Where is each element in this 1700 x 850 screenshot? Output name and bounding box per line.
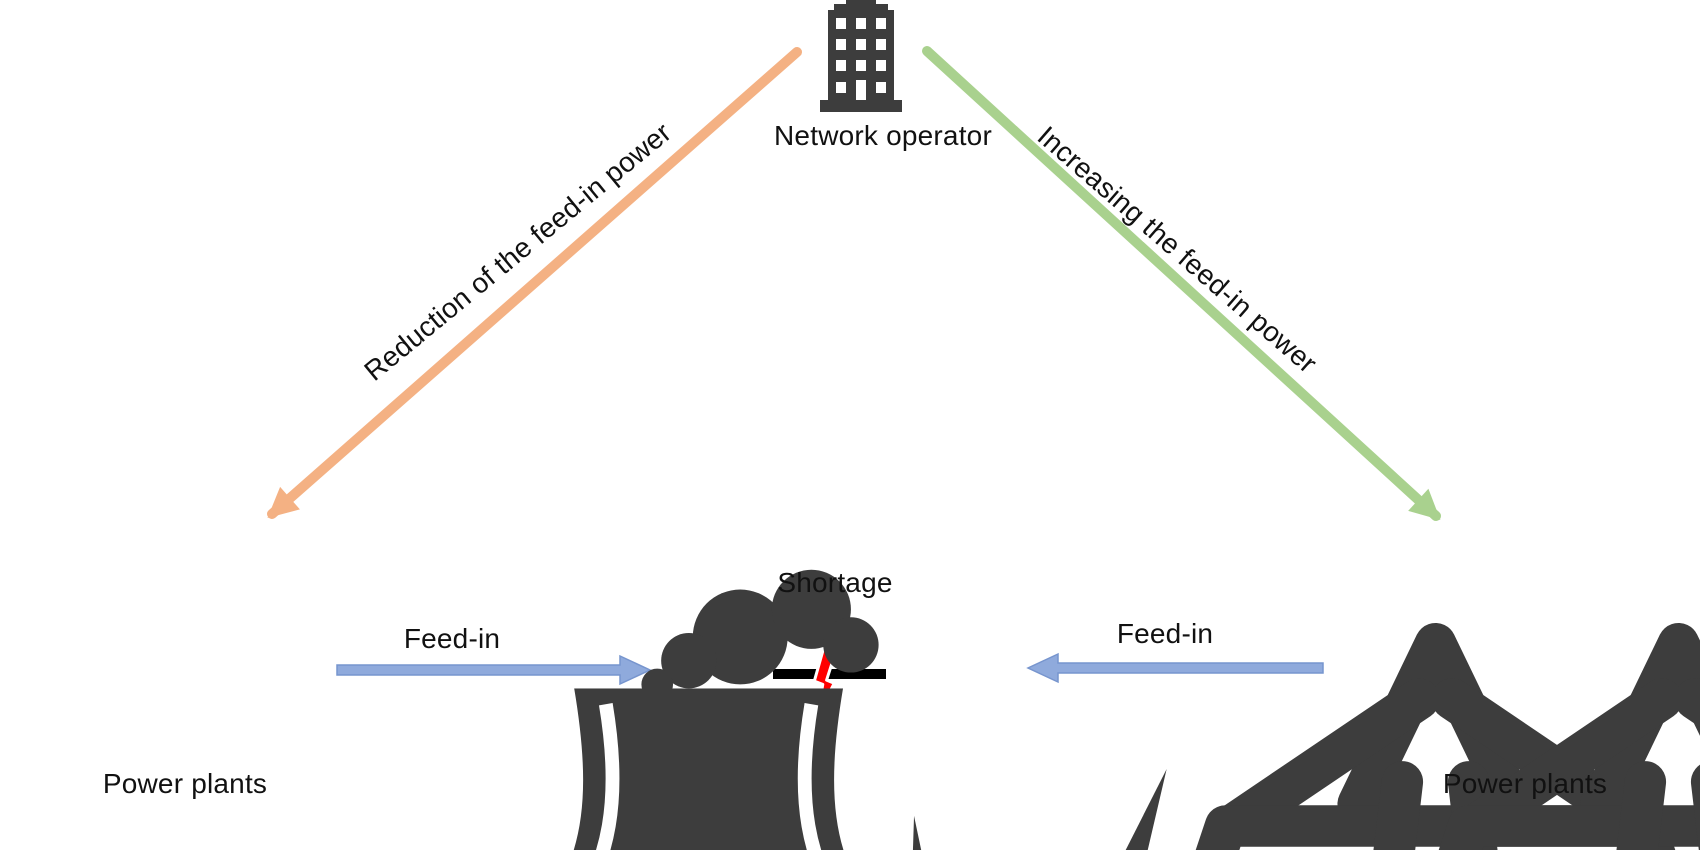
power-plants-label-left: Power plants <box>102 768 268 799</box>
feed-in-label-left: Feed-in <box>403 623 501 654</box>
feed-in-arrow-left <box>336 654 652 686</box>
building-icon <box>820 0 902 112</box>
feed-in-arrow-right <box>1026 652 1324 684</box>
increase-arrow <box>922 46 1441 521</box>
reduction-arrow <box>267 47 802 519</box>
network-operator-label: Network operator <box>774 120 992 151</box>
shortage-label: Shortage <box>777 567 893 598</box>
feed-in-label-right: Feed-in <box>1116 618 1214 649</box>
power-plants-label-right: Power plants <box>1442 768 1608 799</box>
